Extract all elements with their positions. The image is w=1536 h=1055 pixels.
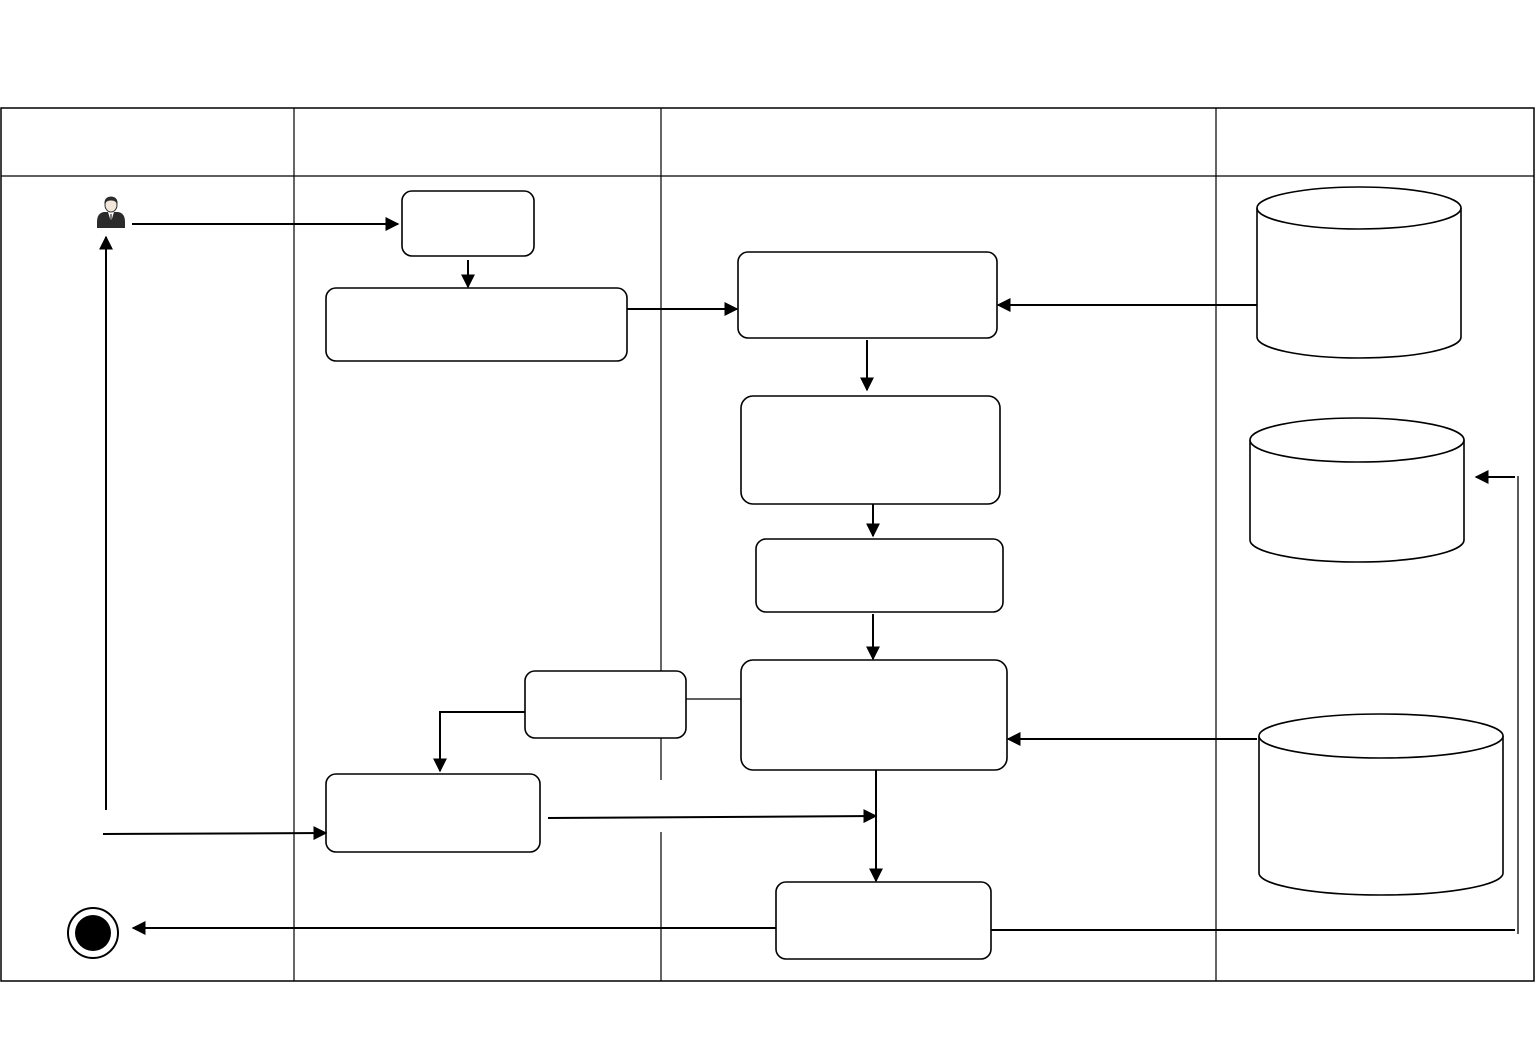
pool (0, 107, 1535, 982)
edge-actor-to-b8 (102, 826, 328, 841)
action-box-7 (524, 670, 687, 739)
edges (99, 217, 1519, 935)
datastore-2 (1249, 417, 1465, 563)
action-box-2 (325, 287, 628, 362)
edge-b8-to-b6 (547, 809, 878, 824)
action-boxes (325, 190, 1008, 960)
action-box-8 (325, 773, 541, 853)
datastore-1 (1256, 186, 1462, 359)
action-box-5 (755, 538, 1004, 613)
datastore-3 (1258, 713, 1504, 896)
user-icon (97, 196, 125, 228)
action-box-4 (740, 395, 1001, 505)
final-node (67, 907, 119, 959)
edge-b7-to-b8 (433, 711, 525, 773)
pool-border (0, 107, 1535, 982)
action-box-6 (740, 659, 1008, 771)
action-box-3 (737, 251, 998, 339)
action-box-9 (775, 881, 992, 960)
action-box-1 (401, 190, 535, 257)
